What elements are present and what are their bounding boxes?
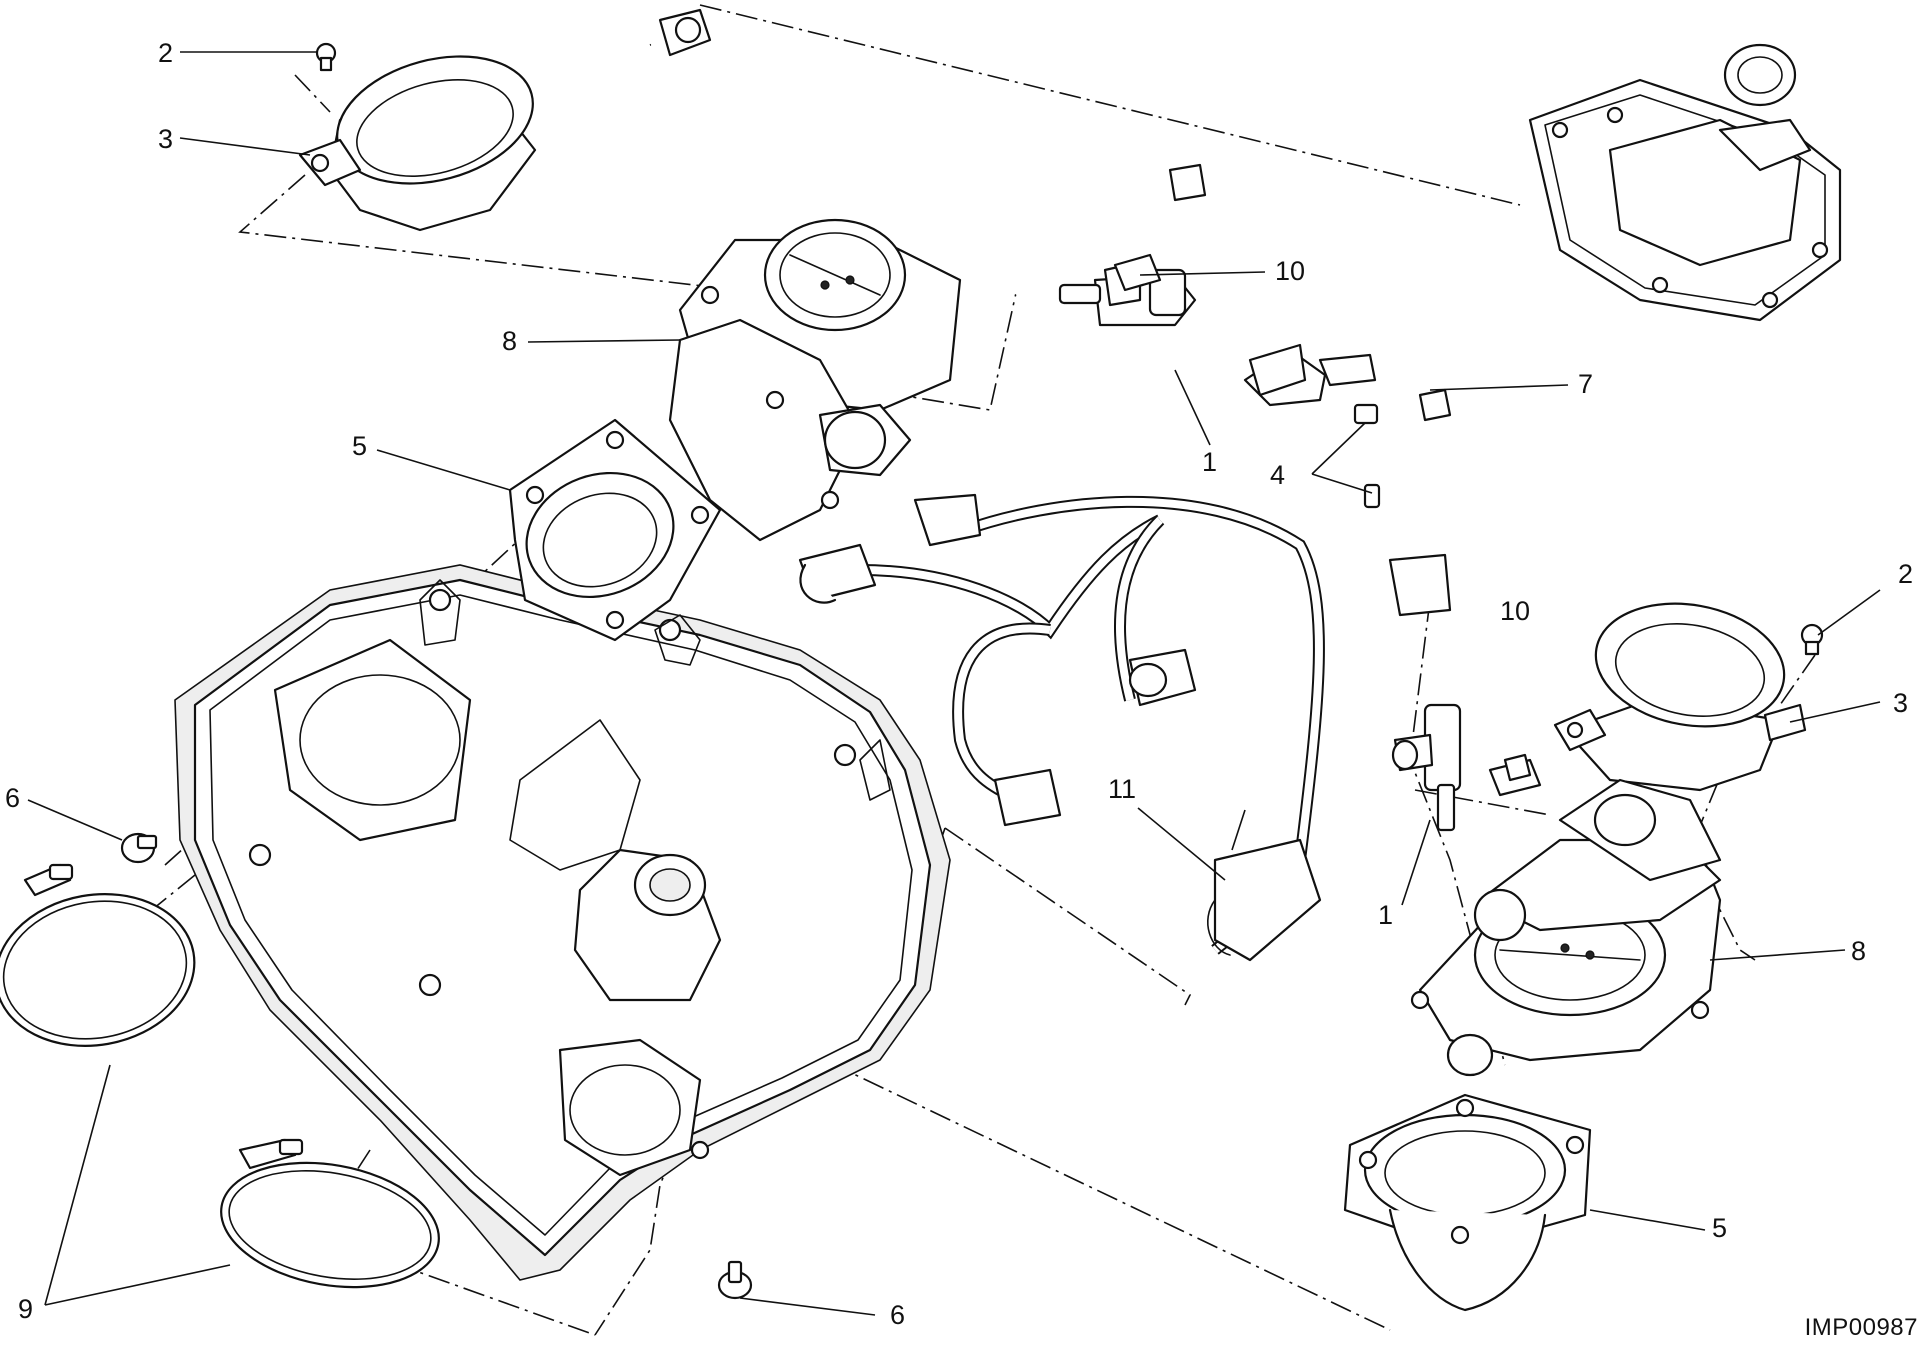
hose-clamp-left-upper [0,863,196,1047]
callout-number: 6 [5,783,21,813]
wiring-harness [798,493,1325,962]
callout-number: 8 [1851,936,1867,966]
intake-bellmouth-left [298,42,537,232]
hose-bracket [1243,343,1381,509]
hose-clamp-left-lower [220,1138,440,1289]
callout-number: 3 [158,124,174,154]
callout-number: 8 [502,326,518,356]
screws-6 [120,832,753,1300]
callout-number: 7 [1578,369,1594,399]
adapter-flange-lower [1343,1093,1592,1312]
callout-number: 6 [890,1300,906,1330]
injector-upper [1058,253,1197,327]
callout-number: 5 [1712,1213,1728,1243]
callout-number: 1 [1378,900,1394,930]
drawing-reference-code: IMP00987 [1804,1314,1918,1341]
airbox [174,564,951,1281]
callout-number: 3 [1893,688,1909,718]
leader-lines [27,51,1881,1316]
callout-number: 2 [158,38,174,68]
callout-number: 2 [1898,559,1914,589]
adapter-flange-upper [508,418,722,642]
callout-number: 4 [1270,460,1286,490]
callout-number: 10 [1275,256,1306,286]
throttle-body-upper [668,218,962,542]
callout-number: 9 [18,1294,34,1324]
vacuum-hose [598,8,1477,617]
throttle-actuator-upper-right [1528,43,1842,322]
injector-lower [1391,703,1542,832]
callout-number: 1 [1202,447,1218,477]
callout-number: 5 [352,431,368,461]
intake-bellmouth-right [1553,602,1824,792]
callout-number: 11 [1108,774,1137,804]
callout-number: 10 [1500,596,1531,626]
throttle-body-lower [1410,778,1722,1077]
